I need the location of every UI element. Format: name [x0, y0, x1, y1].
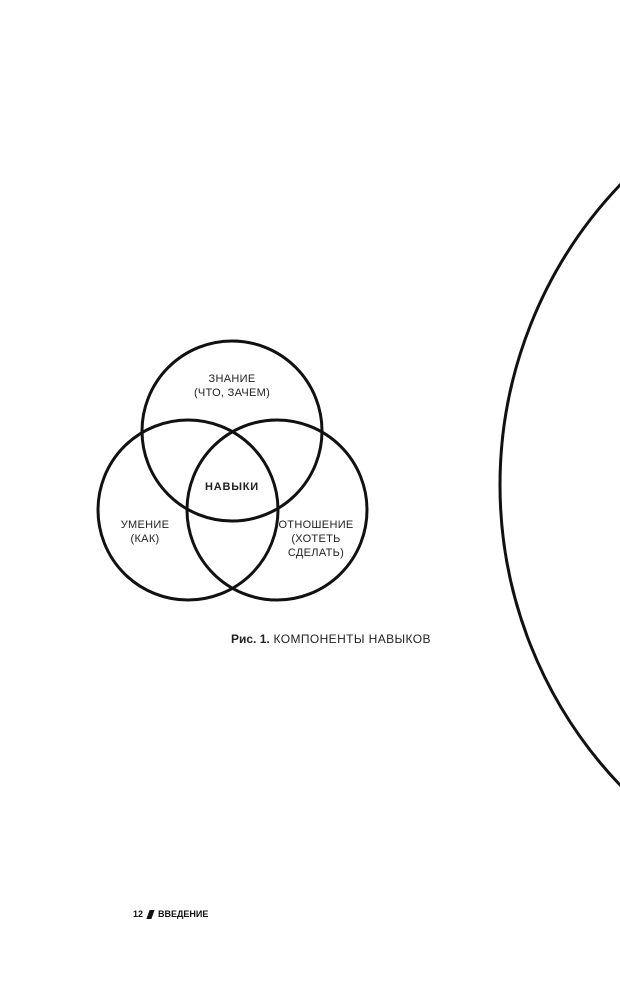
page-footer: 12 ВВЕДЕНИЕ	[133, 909, 208, 919]
circle-attitude	[185, 418, 369, 602]
section-title: ВВЕДЕНИЕ	[158, 909, 209, 919]
decorative-large-circle	[498, 182, 620, 788]
label-line: (ЧТО, ЗАЧЕМ)	[193, 387, 271, 399]
slash-icon	[146, 909, 155, 919]
page-number: 12	[133, 909, 144, 919]
circle-skill	[96, 418, 280, 602]
label-line: ОТНОШЕНИЕ	[278, 519, 354, 531]
label-skill: УМЕНИЕ (КАК)	[121, 518, 169, 546]
label-line: ЗНАНИЕ	[208, 373, 256, 385]
caption-text: КОМПОНЕНТЫ НАВЫКОВ	[273, 632, 431, 646]
label-line: СДЕЛАТЬ)	[287, 547, 345, 559]
caption-prefix: Рис. 1.	[231, 632, 270, 646]
label-line: УМЕНИЕ	[120, 519, 170, 531]
label-knowledge: ЗНАНИЕ (ЧТО, ЗАЧЕМ)	[194, 372, 270, 400]
label-line: (КАК)	[130, 533, 160, 545]
label-line: (ХОТЕТЬ	[291, 533, 341, 545]
figure-caption: Рис. 1. КОМПОНЕНТЫ НАВЫКОВ	[231, 632, 431, 646]
label-attitude: ОТНОШЕНИЕ (ХОТЕТЬ СДЕЛАТЬ)	[278, 518, 353, 560]
label-intersection: НАВЫКИ	[204, 481, 260, 493]
